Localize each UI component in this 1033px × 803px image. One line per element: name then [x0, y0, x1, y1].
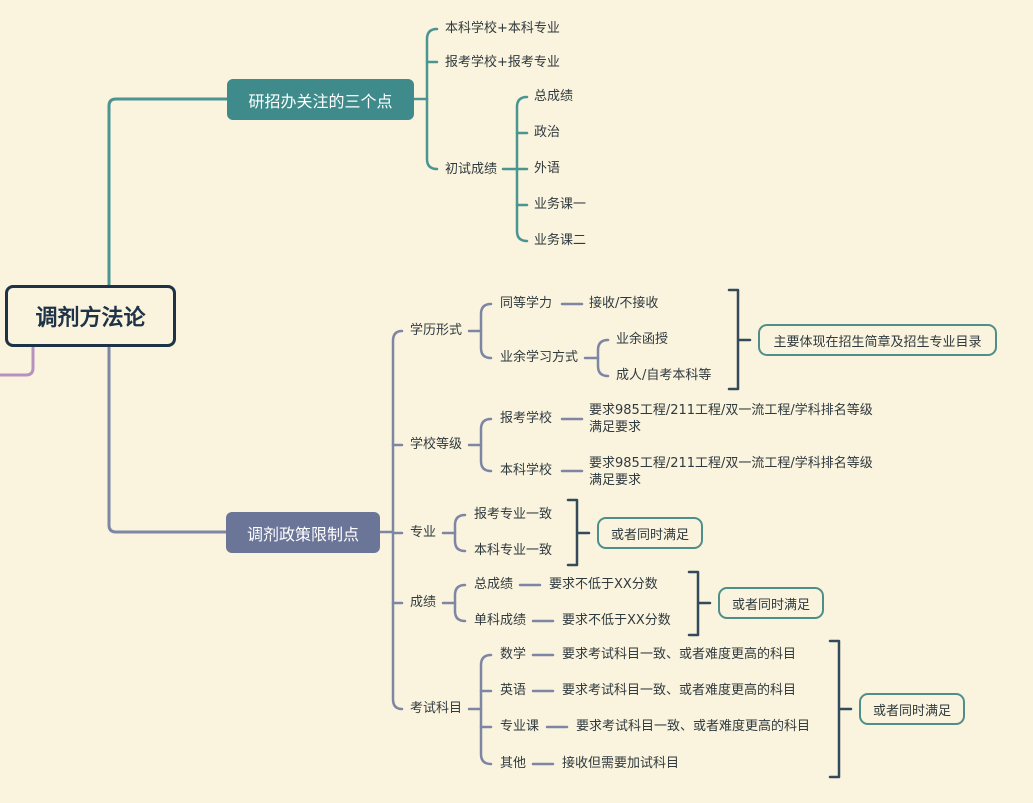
topic-undergrad-school-requirement[interactable]: 要求985工程/211工程/双一流工程/学科排名等级 满足要求: [589, 455, 873, 489]
topic-course-one[interactable]: 业务课一: [534, 197, 587, 212]
topic-english[interactable]: 英语: [500, 683, 527, 698]
topic-total-score-limit[interactable]: 总成绩: [474, 577, 514, 592]
topic-apply-school-major[interactable]: 报考学校+报考专业: [445, 55, 560, 70]
topic-initial-score[interactable]: 初试成绩: [445, 162, 498, 177]
bracket-kaoshi: [828, 639, 853, 779]
summary-either-or-both-score[interactable]: 或者同时满足: [718, 587, 824, 619]
topic-math[interactable]: 数学: [500, 647, 527, 662]
topic-apply-school[interactable]: 报考学校: [500, 411, 553, 426]
topic-equivalent-education[interactable]: 同等学力: [500, 296, 553, 311]
summary-label: 或者同时满足: [872, 703, 951, 719]
summary-label: 或者同时满足: [610, 527, 689, 543]
topic-course-two[interactable]: 业务课二: [534, 233, 587, 248]
topic-undergrad-major-match[interactable]: 本科专业一致: [474, 543, 553, 558]
branch-label: 研招办关注的三个点: [248, 91, 393, 111]
requirement-line: 要求985工程/211工程/双一流工程/学科排名等级: [589, 456, 873, 471]
topic-apply-major-match[interactable]: 报考专业一致: [474, 507, 553, 522]
topic-major-course-requirement[interactable]: 要求考试科目一致、或者难度更高的科目: [576, 719, 811, 734]
topic-politics[interactable]: 政治: [534, 125, 561, 140]
connector-left-branch: [0, 346, 35, 377]
root-label: 调剂方法论: [35, 306, 146, 331]
bracket-xueli: [727, 288, 752, 391]
branch-label: 调剂政策限制点: [246, 524, 359, 544]
topic-english-requirement[interactable]: 要求考试科目一致、或者难度更高的科目: [562, 683, 797, 698]
topic-score[interactable]: 成绩: [410, 595, 437, 610]
connector-root-branch2: [107, 346, 228, 534]
topic-part-time-study[interactable]: 业余学习方式: [500, 350, 579, 365]
topic-accept-or-not[interactable]: 接收/不接收: [589, 296, 659, 311]
topic-major[interactable]: 专业: [410, 525, 437, 540]
branch-node-policy-limits[interactable]: 调剂政策限制点: [226, 512, 380, 553]
topic-undergrad-school[interactable]: 本科学校: [500, 463, 553, 478]
topic-correspondence[interactable]: 业余函授: [616, 332, 669, 347]
topic-exam-subjects[interactable]: 考试科目: [410, 701, 463, 716]
summary-label: 主要体现在招生简章及招生专业目录: [773, 334, 982, 350]
topic-apply-school-requirement[interactable]: 要求985工程/211工程/双一流工程/学科排名等级 满足要求: [589, 402, 873, 436]
topic-other[interactable]: 其他: [500, 756, 527, 771]
topic-total-score-requirement[interactable]: 要求不低于XX分数: [549, 577, 658, 592]
topic-single-score-requirement[interactable]: 要求不低于XX分数: [562, 613, 671, 628]
summary-admission-brochure[interactable]: 主要体现在招生简章及招生专业目录: [758, 324, 997, 356]
topic-major-course[interactable]: 专业课: [500, 719, 540, 734]
requirement-line: 满足要求: [589, 473, 642, 488]
topic-undergrad-school-major[interactable]: 本科学校+本科专业: [445, 21, 560, 36]
requirement-line: 要求985工程/211工程/双一流工程/学科排名等级: [589, 403, 873, 418]
summary-label: 或者同时满足: [731, 597, 810, 613]
summary-either-or-both-exam[interactable]: 或者同时满足: [859, 693, 965, 725]
topic-adult-self-study[interactable]: 成人/自考本科等: [616, 368, 712, 383]
bracket-zhuanye: [566, 498, 591, 567]
topic-education-form[interactable]: 学历形式: [410, 323, 463, 338]
topic-single-score-limit[interactable]: 单科成绩: [474, 613, 527, 628]
topic-total-score[interactable]: 总成绩: [534, 89, 574, 104]
topic-other-requirement[interactable]: 接收但需要加试科目: [562, 756, 680, 771]
root-node[interactable]: 调剂方法论: [5, 285, 176, 347]
branch-node-focus-points[interactable]: 研招办关注的三个点: [227, 79, 414, 120]
connector-root-branch1: [107, 97, 229, 287]
topic-foreign-language[interactable]: 外语: [534, 161, 561, 176]
requirement-line: 满足要求: [589, 420, 642, 435]
bracket-chengji: [687, 570, 712, 637]
topic-school-level[interactable]: 学校等级: [410, 437, 463, 452]
summary-either-or-both-major[interactable]: 或者同时满足: [597, 517, 703, 549]
topic-math-requirement[interactable]: 要求考试科目一致、或者难度更高的科目: [562, 647, 797, 662]
